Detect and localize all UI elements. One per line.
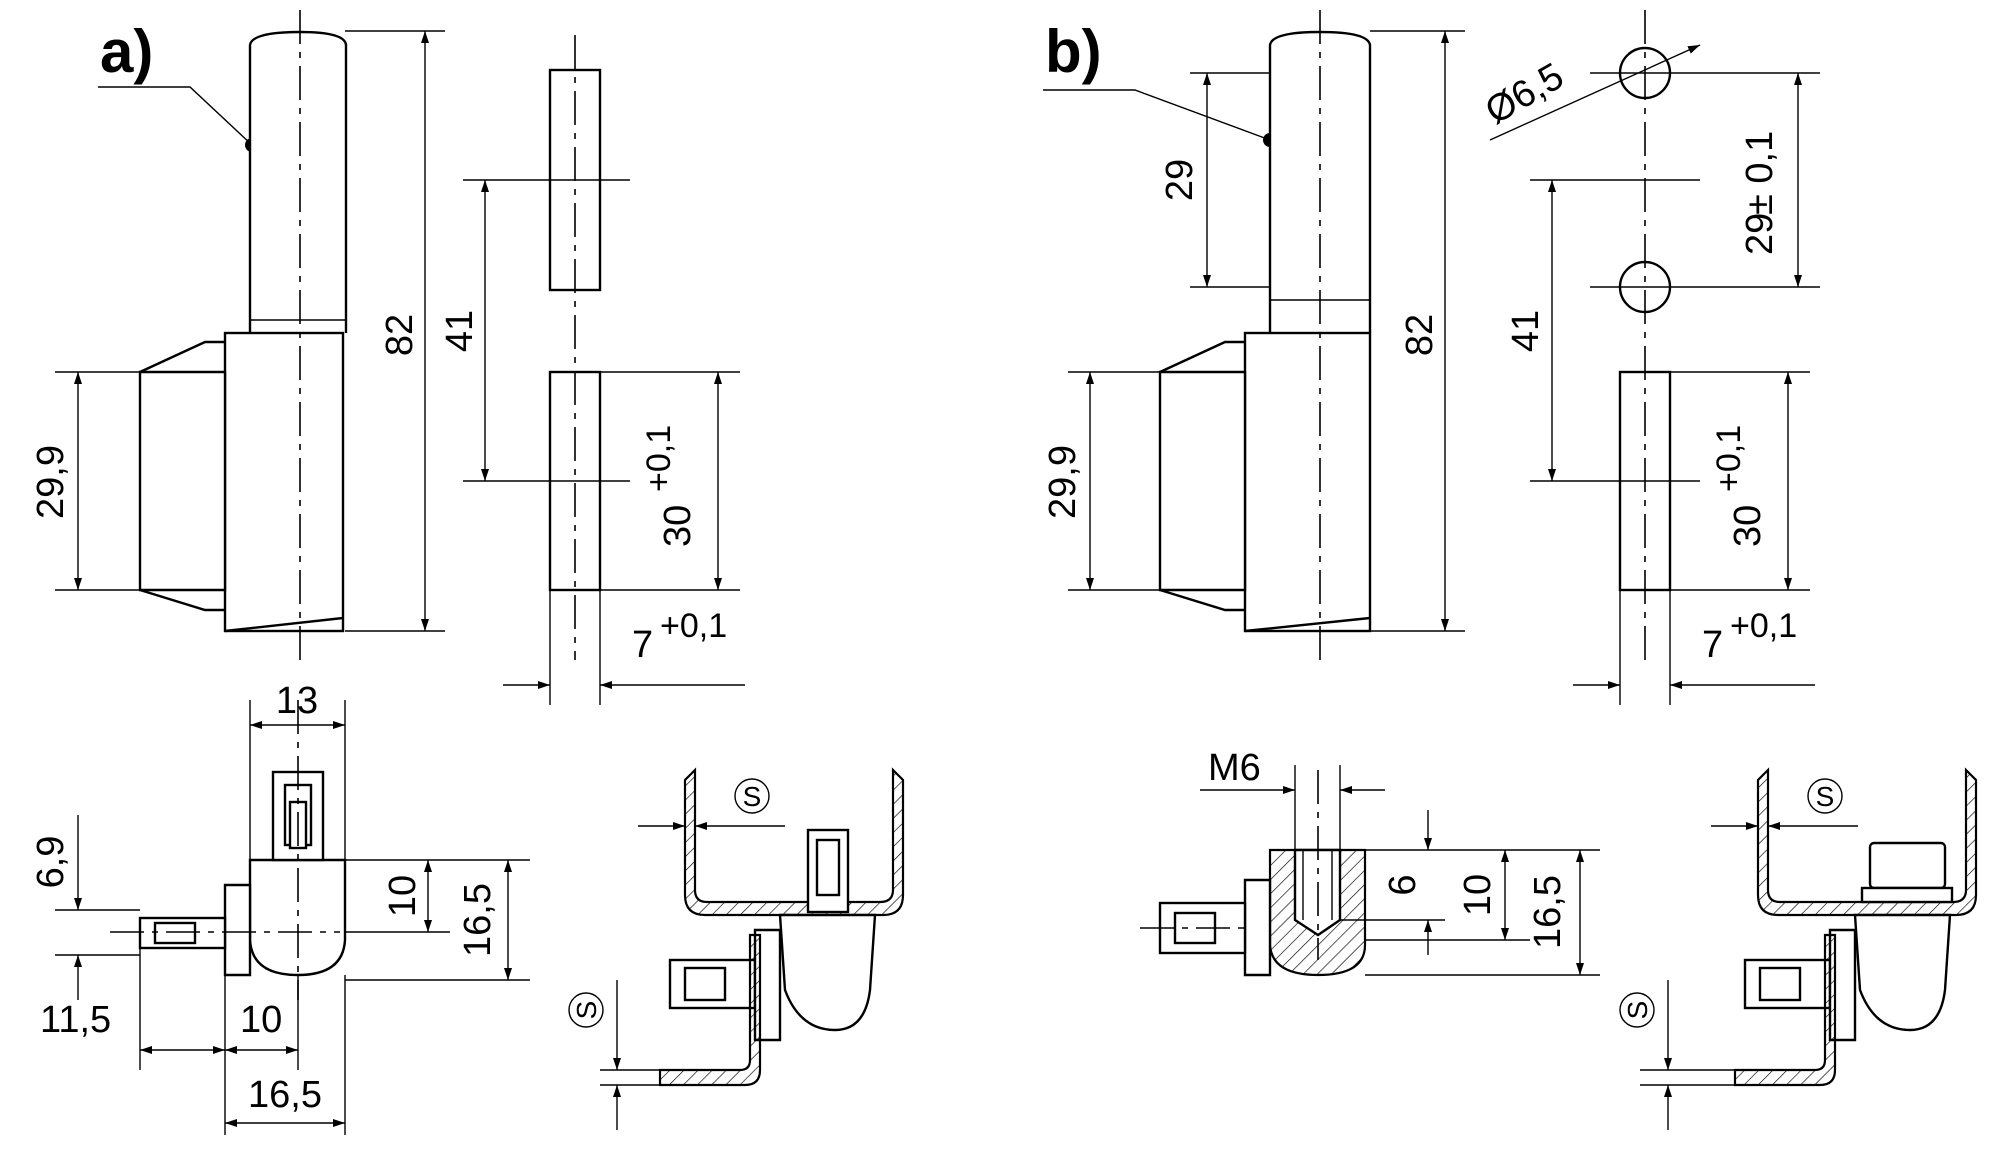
dim-width: 13 xyxy=(276,680,318,722)
dim-hole-spacing: 41 xyxy=(439,310,481,352)
dim-slot-length: 30 xyxy=(657,505,699,547)
sheet-thickness-symbol-lower-b: S xyxy=(1622,1001,1653,1020)
dim-slot-width-tol: +0,1 xyxy=(660,607,727,645)
hinge-pin xyxy=(248,30,348,333)
sheet-metal-upper-b xyxy=(1756,767,1978,917)
variant-b: b) 29 82 29,9 xyxy=(1042,10,1978,1130)
dim-overall-length-b: 82 xyxy=(1399,314,1441,356)
sheet-metal-upper xyxy=(683,767,905,917)
dim-thread: M6 xyxy=(1208,747,1261,789)
knuckle-section xyxy=(778,913,877,1032)
dim-top-length: 29 xyxy=(1159,159,1201,201)
hinge-leaf-b xyxy=(1158,370,1247,592)
dim-total-width: 16,5 xyxy=(248,1074,322,1116)
mounting-section-view-b xyxy=(1733,767,1978,1087)
leader-line xyxy=(98,86,253,146)
dim-base-width: 10 xyxy=(240,999,282,1041)
hole-template xyxy=(1530,10,1820,660)
dim-total-height: 16,5 xyxy=(457,883,499,957)
dim-hole-pitch: 29 xyxy=(1739,213,1781,255)
mounting-section-view xyxy=(658,767,905,1087)
slot-template xyxy=(463,35,630,660)
sheet-metal-lower-b xyxy=(1733,933,1837,1087)
dim-overall-length: 82 xyxy=(379,314,421,356)
dim-slot-width-b: 7 xyxy=(1702,624,1723,666)
dim-slot-length-tol: +0,1 xyxy=(640,425,678,492)
hinge-barrel-b xyxy=(1243,331,1372,633)
dim-slot-length-tol-b: +0,1 xyxy=(1710,425,1748,492)
cap-nut xyxy=(1868,841,1947,890)
variant-a: a) 82 29,9 xyxy=(30,10,905,1135)
hinge-leaf xyxy=(138,370,227,592)
variant-a-label: a) xyxy=(100,18,153,85)
dim-slot-width: 7 xyxy=(632,624,653,666)
leaf-edge xyxy=(223,883,252,977)
washer xyxy=(1860,886,1954,904)
dim-hole-pitch-tol: ± 0,1 xyxy=(1739,131,1781,215)
dim-offset: 11,5 xyxy=(40,999,111,1041)
hinge-front-view xyxy=(138,10,348,665)
hinge-barrel xyxy=(223,331,345,633)
dim-inner-height: 10 xyxy=(382,875,424,917)
variant-b-label: b) xyxy=(1045,18,1102,85)
dim-slot-width-tol-b: +0,1 xyxy=(1730,607,1797,645)
sheet-thickness-symbol-b: S xyxy=(1816,781,1835,812)
dim-hole-spacing-b: 41 xyxy=(1505,310,1547,352)
dim-slot-length-b: 30 xyxy=(1727,505,1769,547)
sheet-thickness-symbol: S xyxy=(743,781,762,812)
hinge-top-view xyxy=(110,700,347,1000)
threaded-knuckle-view xyxy=(1140,770,1367,977)
dim-step-height: 6,9 xyxy=(30,836,72,889)
leader-line-b xyxy=(1043,89,1271,141)
sheet-thickness-symbol-lower: S xyxy=(571,1001,602,1020)
dim-inner-height-b: 10 xyxy=(1457,874,1499,916)
hinge-front-view-b xyxy=(1158,10,1372,665)
dim-hole-diameter: Ø6,5 xyxy=(1479,55,1571,133)
dim-body-length-b: 29,9 xyxy=(1042,445,1084,519)
dim-body-length: 29,9 xyxy=(30,445,72,519)
sheet-metal-lower xyxy=(658,933,762,1087)
dim-total-height-b: 16,5 xyxy=(1527,875,1569,949)
dim-thread-depth: 6 xyxy=(1382,874,1424,895)
